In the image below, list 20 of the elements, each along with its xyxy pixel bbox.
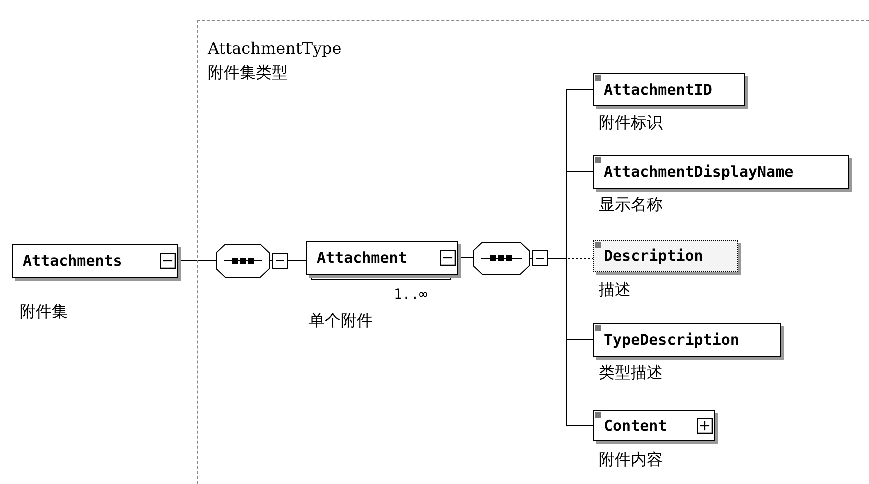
element-caption: 显示名称 xyxy=(599,195,663,216)
element-box: Attachments xyxy=(12,244,178,278)
element-box: Content xyxy=(593,410,715,441)
connector-line xyxy=(548,258,594,426)
element-caption: 附件标识 xyxy=(599,113,663,134)
type-frame xyxy=(197,20,869,484)
type-title: 附件集类型 xyxy=(208,63,288,84)
element-box: Description xyxy=(593,240,738,272)
element-caption: 附件内容 xyxy=(599,450,663,471)
element-box: AttachmentID xyxy=(593,73,745,106)
type-title: AttachmentType xyxy=(208,39,342,58)
element-box: AttachmentDisplayName xyxy=(593,155,849,189)
element-caption: 类型描述 xyxy=(599,363,663,384)
multiplicity-label: 1..∞ xyxy=(394,287,428,303)
element-box: TypeDescription xyxy=(593,323,781,357)
element-caption: 附件集 xyxy=(20,302,68,323)
connector-line xyxy=(288,260,306,262)
element-box: Attachment xyxy=(306,241,458,275)
element-caption: 单个附件 xyxy=(309,311,373,332)
element-caption: 描述 xyxy=(599,280,631,301)
